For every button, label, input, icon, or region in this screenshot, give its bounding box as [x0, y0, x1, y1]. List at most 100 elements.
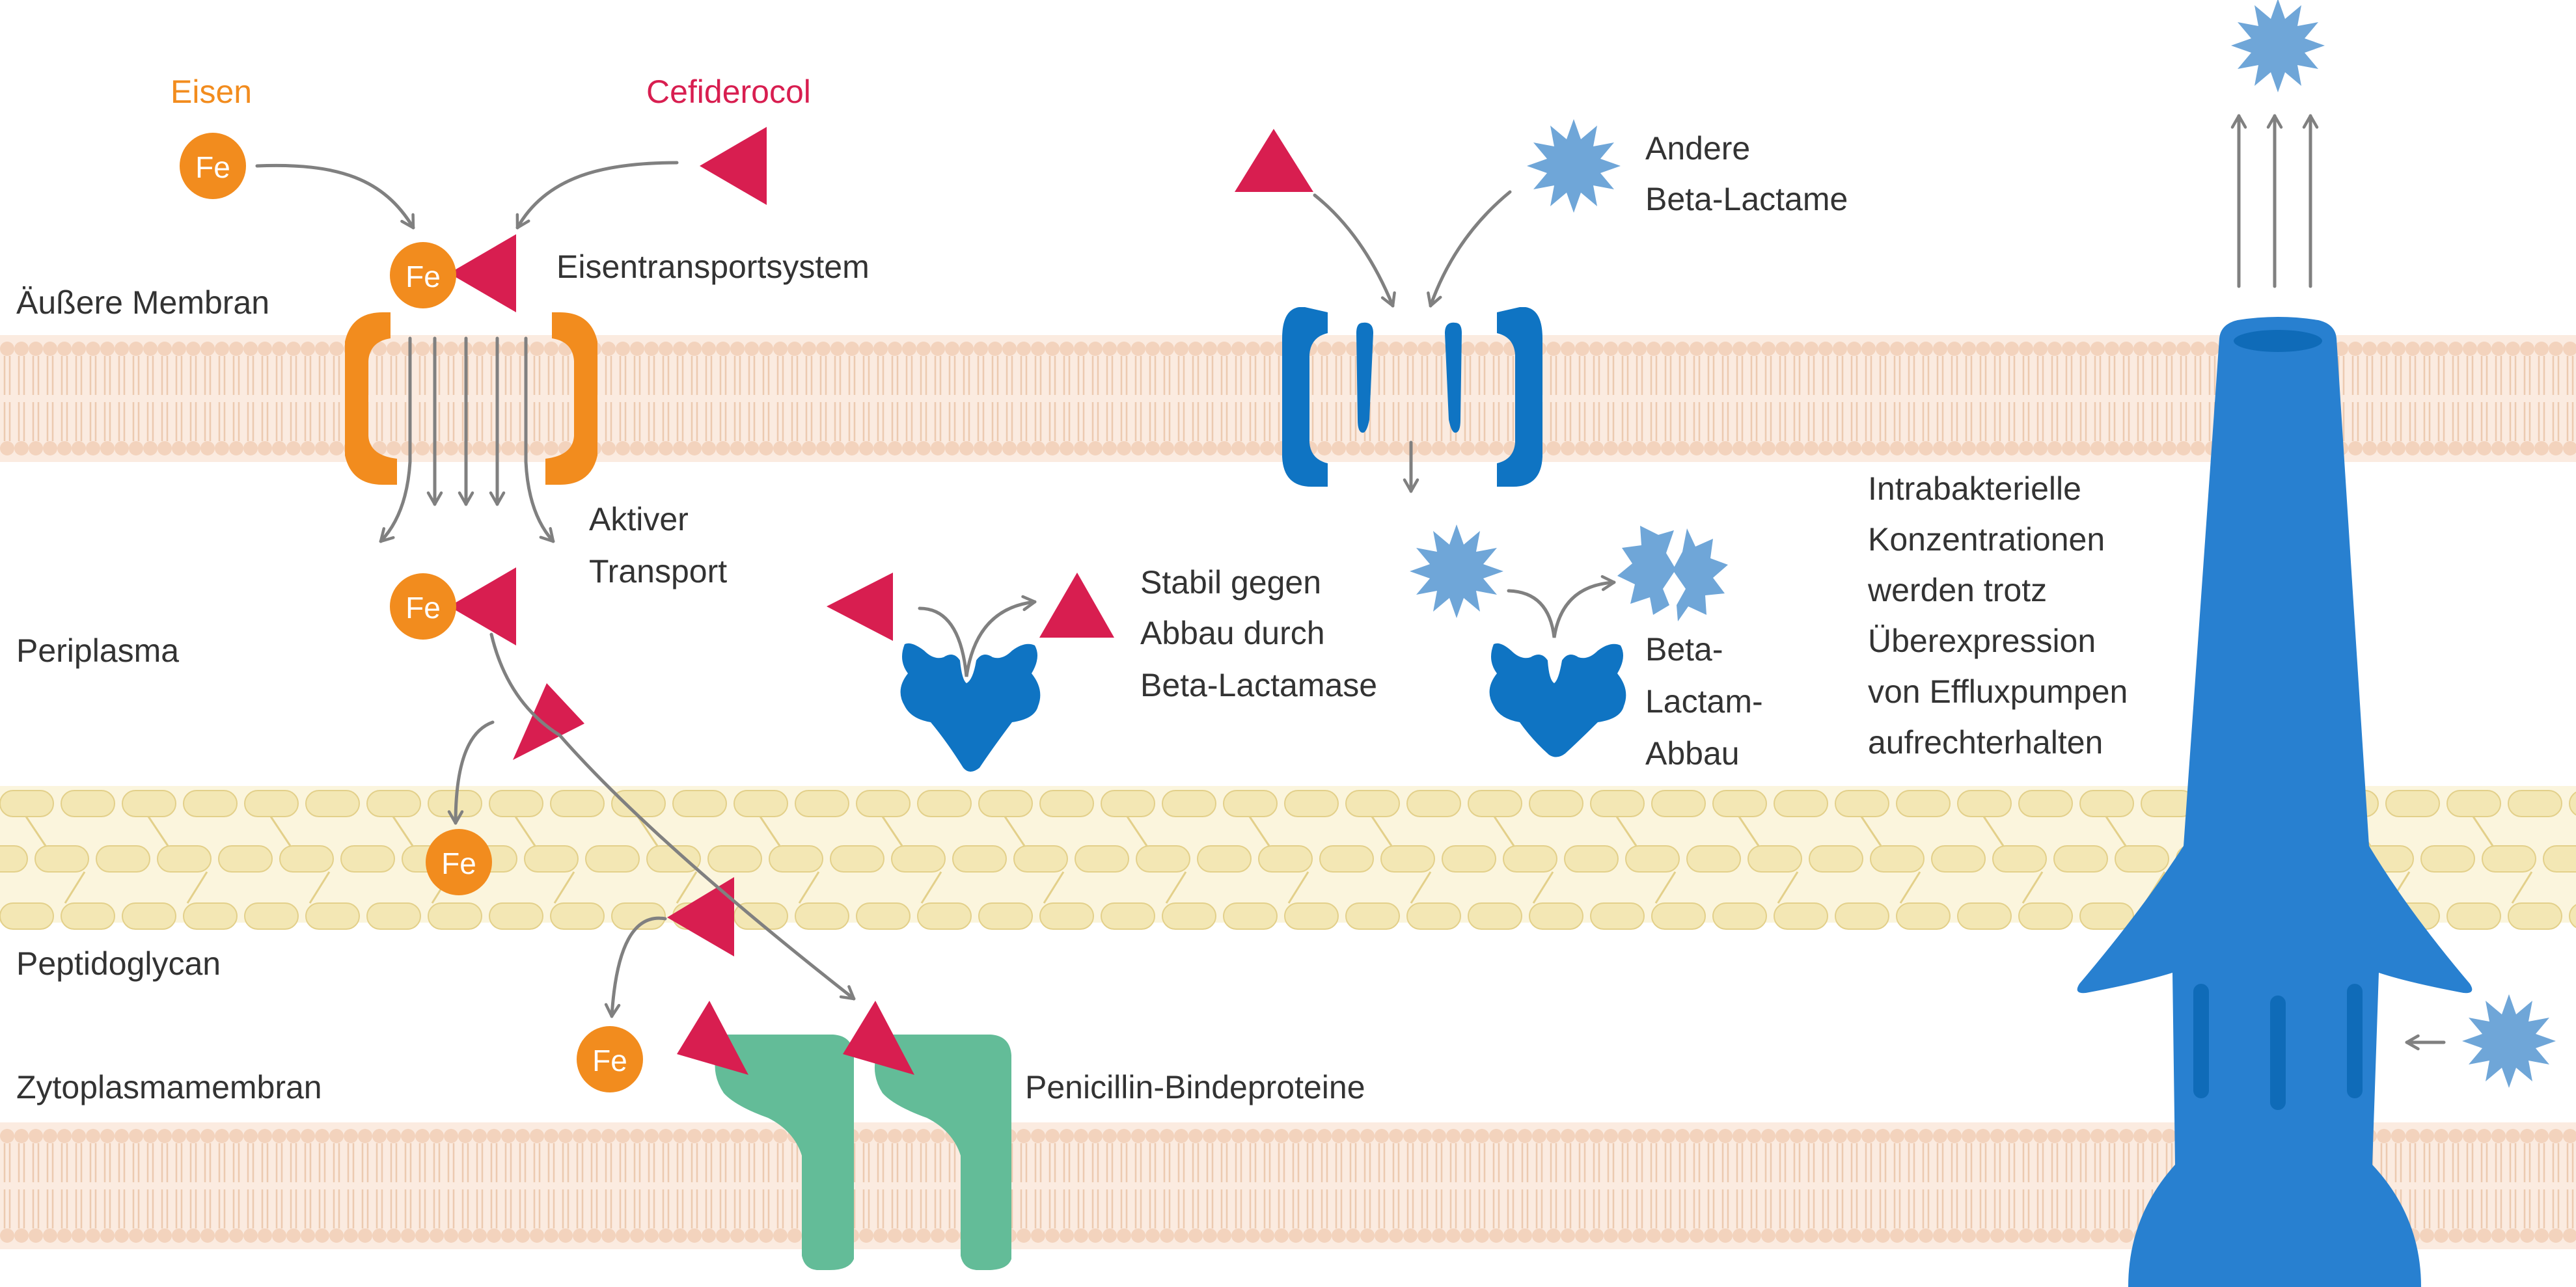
porin-channel: [1282, 307, 1542, 487]
fe-circle: Fe: [426, 829, 492, 895]
cefiderocol-triangle: [449, 234, 516, 312]
peptidoglycan-unit: [1625, 845, 1680, 873]
peptidoglycan-unit: [917, 902, 972, 930]
peptidoglycan-unit: [96, 845, 150, 873]
peptidoglycan-unit: [611, 790, 666, 817]
peptidoglycan-unit: [366, 790, 421, 817]
peptidoglycan-unit: [1931, 845, 1986, 873]
peptidoglycan-unit: [1284, 790, 1339, 817]
cefiderocol-triangle: [843, 1001, 914, 1075]
peptidoglycan-unit: [1651, 790, 1706, 817]
peptidoglycan-unit: [1101, 790, 1155, 817]
peptidoglycan-unit: [1870, 845, 1925, 873]
peptidoglycan-crosslink: [1371, 816, 1393, 847]
fe-circle: Fe: [390, 573, 456, 640]
peptidoglycan-unit: [1957, 902, 2012, 930]
peptidoglycan-unit: [1197, 845, 1252, 873]
peptidoglycan-unit: [1992, 845, 2047, 873]
peptidoglycan-unit: [795, 790, 849, 817]
peptidoglycan-unit: [1319, 845, 1374, 873]
peptidoglycan-unit: [524, 845, 579, 873]
peptidoglycan-crosslink: [1287, 871, 1309, 904]
label-intra-line3: werden trotz: [1867, 572, 2047, 608]
peptidoglycan-unit: [2420, 845, 2475, 873]
peptidoglycan-unit: [672, 790, 727, 817]
peptidoglycan-unit: [2569, 904, 2576, 928]
fe-circle: Fe: [390, 242, 456, 308]
cefiderocol-triangle: [449, 567, 516, 645]
peptidoglycan-unit: [1712, 902, 1767, 930]
peptidoglycan-unit: [0, 845, 28, 873]
peptidoglycan-crosslink: [64, 871, 86, 904]
beta-lactam-starburst: [2462, 994, 2556, 1088]
label-abbau-line3: Abbau: [1645, 735, 1740, 772]
peptidoglycan-unit: [1590, 790, 1645, 817]
iron-molecules: Fe Fe Fe Fe Fe: [180, 133, 643, 1092]
peptidoglycan-unit: [1651, 902, 1706, 930]
peptidoglycan-crosslink: [1004, 816, 1026, 847]
peptidoglycan-unit: [34, 845, 89, 873]
peptidoglycan-unit: [1686, 845, 1741, 873]
peptidoglycan-unit: [952, 845, 1007, 873]
peptidoglycan-unit: [1896, 902, 1951, 930]
label-eisen: Eisen: [171, 74, 252, 110]
peptidoglycan-unit: [646, 845, 701, 873]
peptidoglycan-unit: [707, 845, 762, 873]
degraded-beta-lactam: [1617, 526, 1728, 621]
peptidoglycan-unit: [1013, 845, 1068, 873]
peptidoglycan-unit: [305, 790, 360, 817]
label-intra-line1: Intrabakterielle: [1868, 470, 2081, 507]
peptidoglycan-crosslink: [2511, 871, 2533, 904]
peptidoglycan-unit: [1075, 845, 1129, 873]
peptidoglycan-unit: [2385, 790, 2440, 817]
peptidoglycan-crosslink: [1248, 816, 1270, 847]
peptidoglycan-unit: [1503, 845, 1557, 873]
peptidoglycan-unit: [978, 790, 1033, 817]
peptidoglycan-unit: [2569, 791, 2576, 816]
peptidoglycan-crosslink: [1615, 816, 1637, 847]
peptidoglycan-crosslink: [147, 816, 169, 847]
peptidoglycan-unit: [2482, 845, 2536, 873]
label-abbau-line1: Beta-: [1645, 631, 1723, 668]
peptidoglycan-unit: [183, 902, 238, 930]
label-eisentransportsystem: Eisentransportsystem: [556, 249, 870, 285]
peptidoglycan-unit: [1835, 790, 1889, 817]
cefiderocol-triangle: [1235, 129, 1313, 192]
peptidoglycan-unit: [1809, 845, 1863, 873]
peptidoglycan-unit: [856, 790, 911, 817]
peptidoglycan-unit: [1835, 902, 1889, 930]
label-intra-line2: Konzentrationen: [1868, 521, 2105, 558]
peptidoglycan-unit: [1039, 790, 1094, 817]
peptidoglycan-unit: [550, 902, 605, 930]
peptidoglycan-crosslink: [186, 871, 208, 904]
peptidoglycan-crosslink: [637, 816, 659, 847]
peptidoglycan-crosslink: [1654, 871, 1677, 904]
peptidoglycan-unit: [1223, 790, 1278, 817]
peptidoglycan-crosslink: [1493, 816, 1515, 847]
peptidoglycan-unit: [1468, 790, 1522, 817]
peptidoglycan-unit: [1468, 902, 1522, 930]
label-stabil-line2: Abbau durch: [1140, 615, 1325, 651]
peptidoglycan-crosslink: [1777, 871, 1799, 904]
label-aeussere-membran: Äußere Membran: [16, 284, 269, 321]
peptidoglycan-crosslink: [25, 816, 47, 847]
peptidoglycan-crosslink: [1532, 871, 1554, 904]
label-penicillin-bindeproteine: Penicillin-Bindeproteine: [1025, 1069, 1365, 1105]
peptidoglycan-unit: [1162, 902, 1216, 930]
beta-lactamase-enzyme-1: [900, 643, 1041, 772]
peptidoglycan-unit: [2018, 790, 2073, 817]
peptidoglycan-unit: [1258, 845, 1313, 873]
peptidoglycan-crosslink: [881, 816, 903, 847]
flow-arrows: [255, 114, 2446, 1051]
peptidoglycan-unit: [1406, 902, 1461, 930]
peptidoglycan-unit: [1590, 902, 1645, 930]
cefiderocol-triangle: [513, 683, 584, 760]
cefiderocol-triangle: [827, 573, 893, 641]
peptidoglycan-unit: [61, 902, 115, 930]
fe-circle: Fe: [577, 1026, 643, 1092]
peptidoglycan-unit: [2053, 845, 2108, 873]
peptidoglycan-unit: [830, 845, 884, 873]
peptidoglycan-unit: [0, 790, 54, 817]
peptidoglycan-crosslink: [308, 871, 331, 904]
